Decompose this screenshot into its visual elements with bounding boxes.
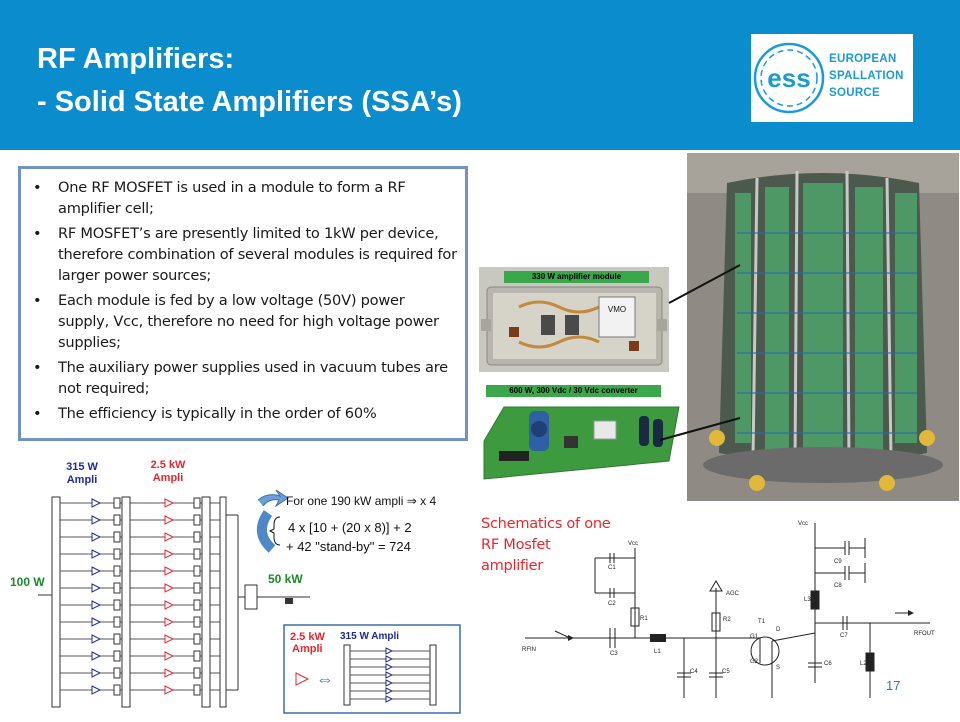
inset-25kw-ampli: Ampli [292,643,323,655]
module-illustration: VMO [481,286,667,366]
combiner-svg: 315 W Ampli 2.5 kW Ampli 100 W 50 kW For… [10,459,461,714]
sch-c7: C7 [840,633,848,639]
ssa-tower-photo [687,153,959,501]
sch-c4: C4 [690,669,698,675]
bullet-box: One RF MOSFET is used in a module to for… [18,166,468,441]
inset-row [350,671,430,679]
amplifier-row [60,565,220,577]
logo-line3: SOURCE [829,87,881,99]
caption-line: RF Mosfet [481,536,551,553]
inset-row [350,687,430,695]
logo-wordmark: EUROPEAN SPALLATION SOURCE [829,51,904,102]
sch-c3: C3 [610,651,618,657]
amplifier-row [60,684,220,696]
logo-line1: EUROPEAN [829,53,897,65]
schematic-caption: Schematics of one RF Mosfet amplifier [481,513,611,576]
ess-logo: ess EUROPEAN SPALLATION SOURCE [751,34,913,122]
sch-rfout: RFOUT [914,631,935,637]
sch-s: S [776,665,780,671]
sch-l1: L1 [654,649,661,655]
sch-c5: C5 [722,669,730,675]
note-line1: For one 190 kW ampli ⇒ x 4 [286,494,436,508]
amplifier-row [60,616,220,628]
amplifier-row [60,497,220,509]
label-25kw-ampli: Ampli [153,472,184,484]
title-bar: RF Amplifiers: - Solid State Amplifiers … [0,0,960,150]
bullet-item: The efficiency is typically in the order… [33,403,459,424]
logo-line2: SPALLATION [829,70,904,82]
slide-title: RF Amplifiers: - Solid State Amplifiers … [37,38,462,124]
input-label: 100 W [10,575,45,589]
sch-c6: C6 [824,661,832,667]
label-25kw: 2.5 kW [151,459,186,471]
amplifier-row [60,599,220,611]
schematic-svg: Vcc Vcc C1 C2 C3 R1 L1 C4 C5 AGC R2 T1 G… [522,521,935,698]
sch-d: D [776,627,781,633]
sch-l3: L3 [804,597,811,603]
amplifier-module-photo: 330 W amplifier module VMO [479,267,669,372]
sch-r1: R1 [640,616,648,622]
logo-mark-text: ess [767,63,810,93]
sch-g2: G2 [750,659,759,665]
sch-vcc1: Vcc [628,541,638,547]
caption-line: amplifier [481,557,544,574]
note-line2: 4 x [10 + (20 x 8)] + 2 [288,520,412,535]
output-label: 50 kW [268,572,303,586]
inset-row [350,695,430,703]
amplifier-row [60,582,220,594]
sch-c8: C8 [834,583,842,589]
note-line3: + 42 "stand-by" = 724 [286,539,411,554]
amplifier-rows [60,497,220,696]
amplifier-row [60,633,220,645]
slide-title-line1: RF Amplifiers: [37,43,235,75]
page-number: 17 [886,678,901,693]
rf-mosfet-schematic: Vcc Vcc C1 C2 C3 R1 L1 C4 C5 AGC R2 T1 G… [510,513,940,713]
inset-row [350,647,430,655]
bullet-item: The auxiliary power supplies used in vac… [33,357,459,399]
bullet-list: One RF MOSFET is used in a module to for… [21,169,465,424]
sch-c2: C2 [608,601,616,607]
bullet-item: One RF MOSFET is used in a module to for… [33,177,459,219]
sch-l2: L2 [860,661,867,667]
inset-row [350,679,430,687]
label-315w: 315 W [66,461,98,473]
slide-title-line2: - Solid State Amplifiers (SSA’s) [37,86,462,118]
svg-text:⇔: ⇔ [316,669,334,689]
amplifier-row [60,667,220,679]
amplifier-row [60,650,220,662]
sch-g1: G1 [750,634,759,640]
converter-photo: 600 W, 300 Vdc / 30 Vdc converter [479,381,684,489]
ess-logo-mark: ess [753,42,825,114]
sch-c9: C9 [834,559,842,565]
module-banner: 330 W amplifier module [504,271,649,283]
sch-c1: C1 [608,565,616,571]
inset-row [350,655,430,663]
sch-r2: R2 [723,617,731,623]
sch-vcc2: Vcc [798,521,808,527]
inset-25kw: 2.5 kW [290,631,325,643]
converter-banner: 600 W, 300 Vdc / 30 Vdc converter [486,385,661,397]
amplifier-row [60,531,220,543]
ssa-tower-illustration [687,153,959,501]
caption-line: Schematics of one [481,515,611,532]
bullet-item: Each module is fed by a low voltage (50V… [33,290,459,353]
sch-agc: AGC [726,591,740,597]
combiner-diagram: 315 W Ampli 2.5 kW Ampli 100 W 50 kW For… [10,455,462,717]
inset-315w: 315 W Ampli [340,631,399,642]
amplifier-row [60,548,220,560]
inset-rows [350,647,430,703]
inset-row [350,663,430,671]
bullet-item: RF MOSFET’s are presently limited to 1kW… [33,223,459,286]
sch-t1: T1 [758,619,766,625]
label-315w-ampli: Ampli [67,474,98,486]
sch-rfin: RFIN [522,647,536,653]
converter-illustration [483,406,680,480]
amplifier-row [60,514,220,526]
svg-text:VMO: VMO [608,305,626,314]
